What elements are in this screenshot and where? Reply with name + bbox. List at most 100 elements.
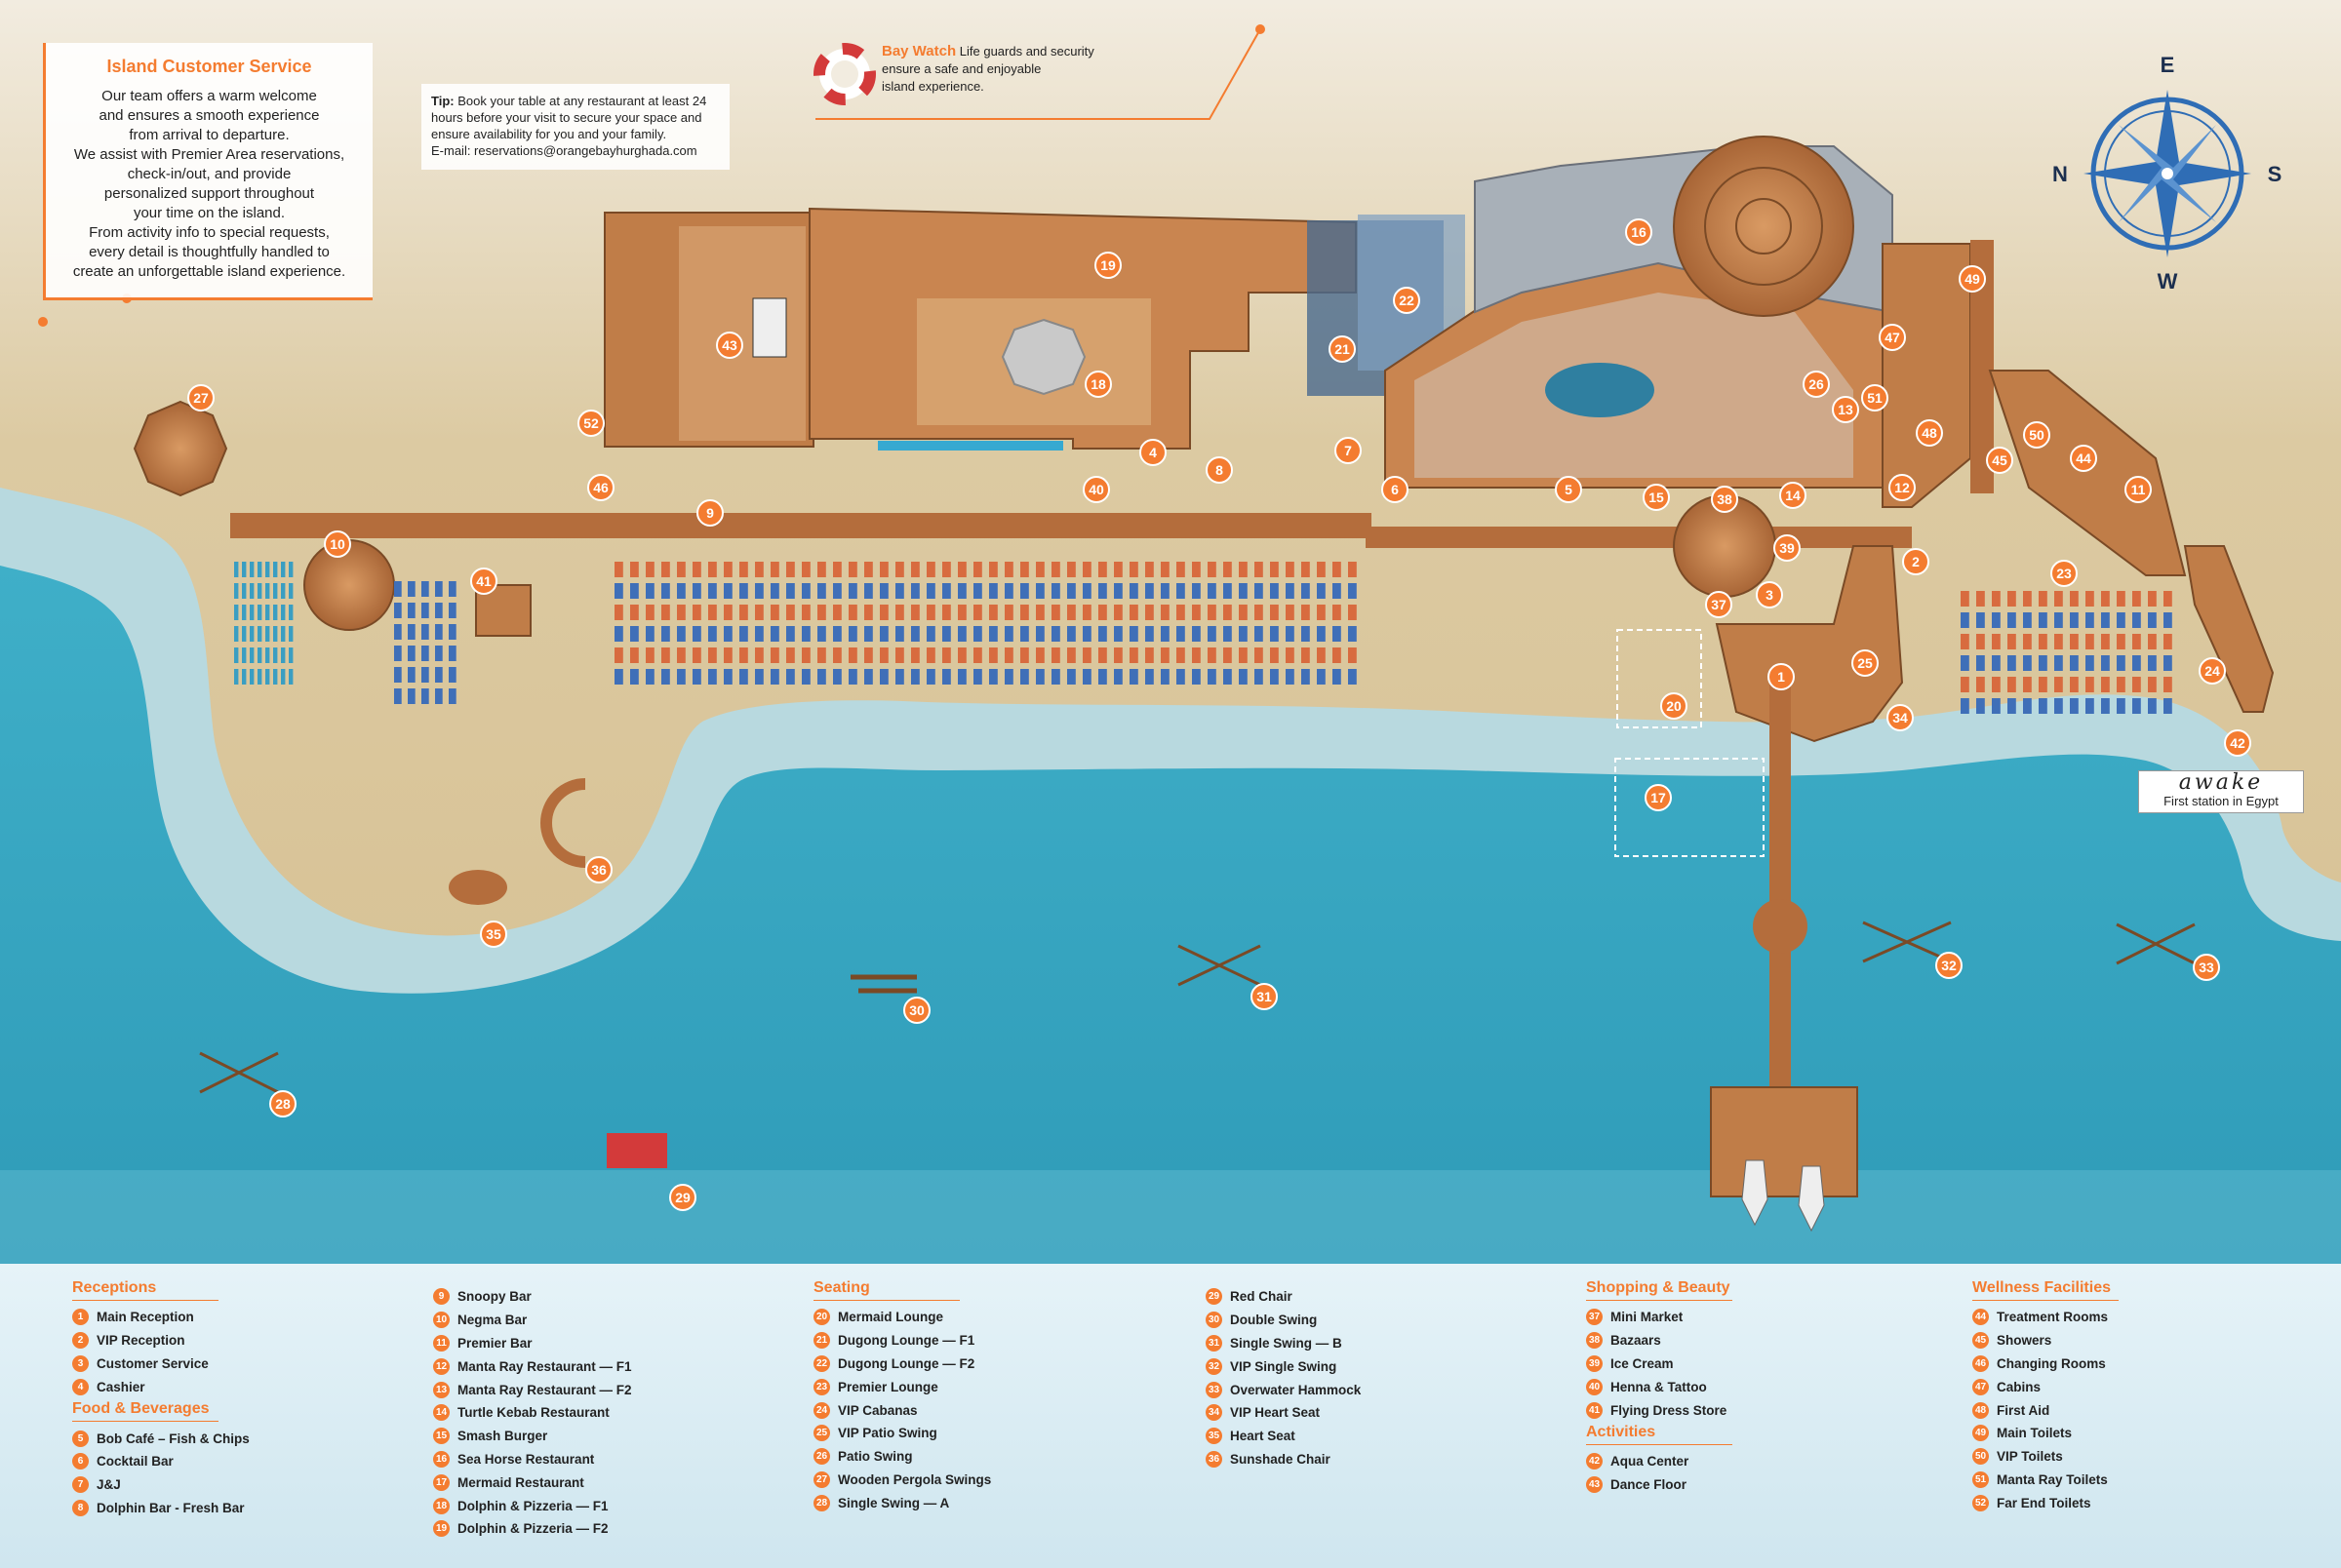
location-marker-19[interactable]: 19: [1094, 252, 1122, 279]
marker-circle[interactable]: [2124, 476, 2152, 503]
marker-circle[interactable]: [1643, 484, 1670, 511]
location-marker-31[interactable]: 31: [1250, 983, 1278, 1010]
location-marker-2[interactable]: 2: [1902, 548, 1929, 575]
marker-circle[interactable]: [480, 921, 507, 948]
marker-circle[interactable]: [2070, 445, 2097, 472]
location-marker-7[interactable]: 7: [1334, 437, 1362, 464]
location-marker-11[interactable]: 11: [2124, 476, 2152, 503]
marker-circle[interactable]: [2050, 560, 2078, 587]
marker-circle[interactable]: [1393, 287, 1420, 314]
marker-circle[interactable]: [696, 499, 724, 527]
marker-circle[interactable]: [1916, 419, 1943, 447]
location-marker-42[interactable]: 42: [2224, 729, 2251, 757]
marker-circle[interactable]: [1705, 591, 1732, 618]
marker-circle[interactable]: [716, 332, 743, 359]
location-marker-47[interactable]: 47: [1879, 324, 1906, 351]
location-markers[interactable]: 1234567891011121314151617181920212223242…: [187, 218, 2251, 1211]
location-marker-3[interactable]: 3: [1756, 581, 1783, 608]
marker-circle[interactable]: [1555, 476, 1582, 503]
location-marker-35[interactable]: 35: [480, 921, 507, 948]
location-marker-23[interactable]: 23: [2050, 560, 2078, 587]
location-marker-39[interactable]: 39: [1773, 534, 1801, 562]
location-marker-32[interactable]: 32: [1935, 952, 1963, 979]
location-marker-25[interactable]: 25: [1851, 649, 1879, 677]
marker-circle[interactable]: [1329, 335, 1356, 363]
marker-circle[interactable]: [1767, 663, 1795, 690]
location-marker-14[interactable]: 14: [1779, 482, 1806, 509]
location-marker-49[interactable]: 49: [1959, 265, 1986, 293]
marker-circle[interactable]: [1660, 692, 1687, 720]
location-marker-29[interactable]: 29: [669, 1184, 696, 1211]
location-marker-36[interactable]: 36: [585, 856, 613, 883]
marker-circle[interactable]: [903, 997, 931, 1024]
location-marker-33[interactable]: 33: [2193, 954, 2220, 981]
marker-circle[interactable]: [1779, 482, 1806, 509]
marker-circle[interactable]: [187, 384, 215, 412]
marker-circle[interactable]: [1959, 265, 1986, 293]
marker-circle[interactable]: [1625, 218, 1652, 246]
location-marker-51[interactable]: 51: [1861, 384, 1888, 412]
location-marker-30[interactable]: 30: [903, 997, 931, 1024]
marker-circle[interactable]: [1094, 252, 1122, 279]
marker-circle[interactable]: [1879, 324, 1906, 351]
marker-circle[interactable]: [585, 856, 613, 883]
location-marker-45[interactable]: 45: [1986, 447, 2013, 474]
location-marker-24[interactable]: 24: [2199, 657, 2226, 685]
marker-circle[interactable]: [669, 1184, 696, 1211]
location-marker-5[interactable]: 5: [1555, 476, 1582, 503]
location-marker-12[interactable]: 12: [1888, 474, 1916, 501]
location-marker-1[interactable]: 1: [1767, 663, 1795, 690]
marker-circle[interactable]: [587, 474, 615, 501]
location-marker-9[interactable]: 9: [696, 499, 724, 527]
marker-circle[interactable]: [1832, 396, 1859, 423]
location-marker-13[interactable]: 13: [1832, 396, 1859, 423]
marker-circle[interactable]: [1645, 784, 1672, 811]
location-marker-34[interactable]: 34: [1886, 704, 1914, 731]
marker-circle[interactable]: [1851, 649, 1879, 677]
marker-circle[interactable]: [1886, 704, 1914, 731]
marker-circle[interactable]: [470, 568, 497, 595]
marker-circle[interactable]: [2193, 954, 2220, 981]
marker-circle[interactable]: [1250, 983, 1278, 1010]
location-marker-10[interactable]: 10: [324, 530, 351, 558]
marker-circle[interactable]: [2199, 657, 2226, 685]
marker-circle[interactable]: [1711, 486, 1738, 513]
marker-circle[interactable]: [2224, 729, 2251, 757]
location-marker-26[interactable]: 26: [1803, 371, 1830, 398]
location-marker-46[interactable]: 46: [587, 474, 615, 501]
location-marker-41[interactable]: 41: [470, 568, 497, 595]
marker-circle[interactable]: [1139, 439, 1167, 466]
location-marker-15[interactable]: 15: [1643, 484, 1670, 511]
location-marker-44[interactable]: 44: [2070, 445, 2097, 472]
